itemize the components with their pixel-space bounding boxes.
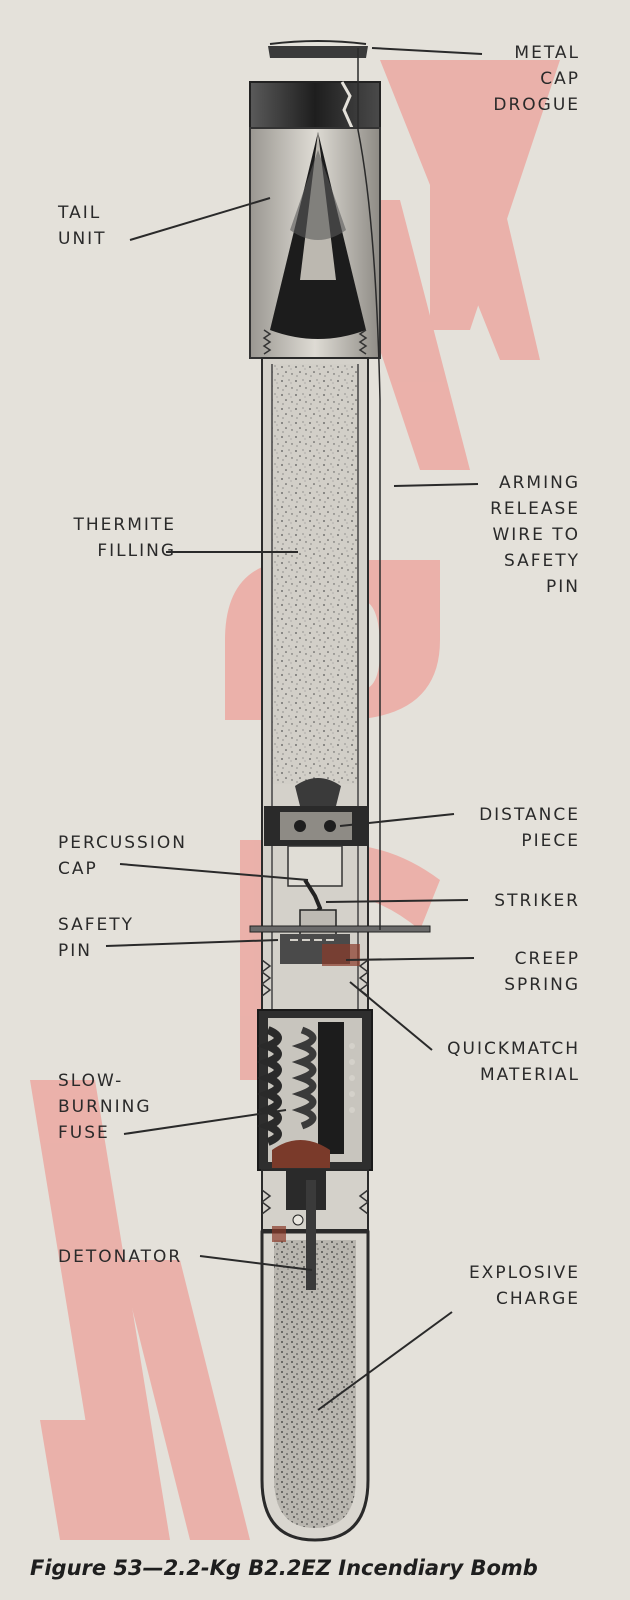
thermite-filling-area [272, 364, 358, 784]
label-creep-spring: CREEP SPRING [476, 946, 580, 998]
watermark-stroke [40, 1420, 130, 1540]
label-safety-pin: SAFETY PIN [58, 912, 134, 964]
label-line: FILLING [97, 541, 176, 561]
detonator-tube [306, 1180, 316, 1290]
label-line: EXPLOSIVE [468, 1263, 580, 1283]
label-line: CHARGE [495, 1289, 580, 1309]
label-line: MATERIAL [479, 1065, 580, 1085]
label-line: METAL [514, 43, 580, 63]
label-line: DISTANCE [479, 805, 580, 825]
label-line: DROGUE [493, 95, 580, 115]
label-line: PERCUSSION [58, 833, 187, 853]
label-line: FUSE [58, 1123, 110, 1143]
leader-arming-wire [393, 483, 479, 487]
leader-slow-burning-fuse [123, 1109, 287, 1135]
label-line: PIECE [521, 831, 580, 851]
label-line: SPRING [504, 975, 580, 995]
label-line: THERMITE [73, 515, 176, 535]
slow-burning-fuse-chamber [257, 1009, 373, 1171]
label-line: CAP [540, 69, 580, 89]
label-line: TAIL [58, 203, 102, 223]
label-thermite-filling: THERMITE FILLING [48, 512, 176, 564]
leader-striker [325, 899, 469, 903]
leader-safety-pin [105, 939, 279, 947]
label-line: SAFETY [58, 915, 135, 935]
leader-tail-unit [129, 197, 271, 241]
label-line: DETONATOR [58, 1247, 183, 1267]
watermark-stroke [30, 1080, 170, 1540]
figure-caption: Figure 53—2.2-Kg B2.2EZ Incendiary Bomb [30, 1556, 538, 1580]
label-line: UNIT [58, 229, 107, 249]
leader-explosive-charge [317, 1311, 453, 1411]
label-line: PIN [546, 577, 580, 597]
watermark-stroke [430, 60, 560, 330]
leader-lines [105, 47, 483, 1411]
leader-creep-spring [345, 957, 475, 961]
label-line: QUICKMATCH [447, 1039, 580, 1059]
label-distance-piece: DISTANCE PIECE [452, 802, 580, 854]
leader-distance-piece [339, 813, 455, 827]
label-line: STRIKER [494, 891, 580, 911]
label-line: SLOW- [58, 1071, 124, 1091]
label-slow-burning-fuse: SLOW- BURNING FUSE [58, 1068, 152, 1146]
leader-detonator [199, 1255, 313, 1271]
label-tail-unit: TAIL UNIT [58, 200, 107, 252]
metal-cap-drogue [268, 40, 368, 58]
leader-quickmatch [349, 981, 433, 1051]
label-arming-release-wire: ARMING RELEASE WIRE TO SAFETY PIN [470, 470, 580, 600]
tail-unit [249, 81, 381, 359]
watermark-stroke [120, 1260, 250, 1540]
label-line: BURNING [58, 1097, 152, 1117]
label-line: RELEASE [490, 499, 580, 519]
label-striker: STRIKER [470, 888, 580, 914]
label-line: SAFETY [503, 551, 580, 571]
label-line: WIRE TO [492, 525, 580, 545]
charge-section [260, 1169, 370, 1542]
label-line: ARMING [498, 473, 580, 493]
label-metal-cap-drogue: METAL CAP DROGUE [484, 40, 580, 118]
leader-metal-cap [371, 47, 483, 55]
leader-percussion-cap [119, 863, 309, 881]
label-explosive-charge: EXPLOSIVE CHARGE [430, 1260, 580, 1312]
label-line: CAP [58, 859, 98, 879]
label-line: CREEP [514, 949, 580, 969]
label-line: PIN [58, 941, 92, 961]
arming-release-wire [357, 48, 381, 930]
fuze-assembly [249, 778, 431, 997]
label-detonator: DETONATOR [58, 1244, 182, 1270]
label-percussion-cap: PERCUSSION CAP [58, 830, 187, 882]
label-quickmatch-material: QUICKMATCH MATERIAL [420, 1036, 580, 1088]
